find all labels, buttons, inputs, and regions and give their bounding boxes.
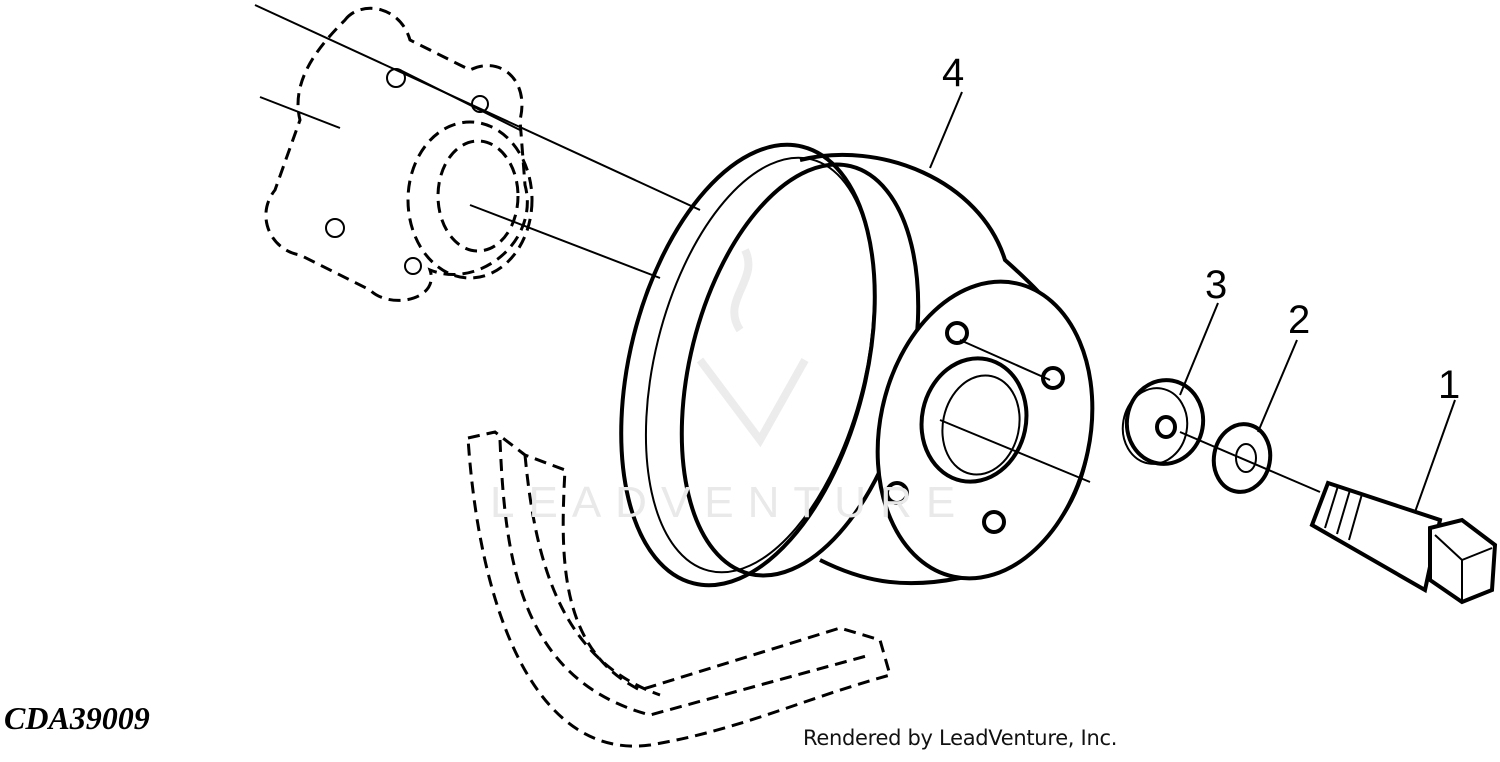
hub-flange-dashed	[264, 6, 534, 302]
drive-belt-dashed	[466, 430, 892, 748]
callout-3: 3	[1205, 263, 1227, 307]
figure-id: CDA39009	[4, 700, 150, 736]
render-credit: Rendered by LeadVenture, Inc.	[803, 726, 1118, 750]
cap-screw	[1309, 480, 1498, 605]
watermark-logo	[696, 248, 809, 448]
callout-leaders	[929, 91, 1456, 513]
callout-2: 2	[1288, 298, 1310, 342]
shaft-guide-lines	[254, 4, 701, 279]
pulley	[619, 142, 1095, 588]
callout-1: 1	[1438, 363, 1460, 407]
callout-4: 4	[942, 51, 964, 95]
watermark-text: LEADVENTURE	[490, 478, 970, 527]
lock-washer	[1179, 422, 1321, 494]
flat-washer	[1121, 378, 1206, 466]
